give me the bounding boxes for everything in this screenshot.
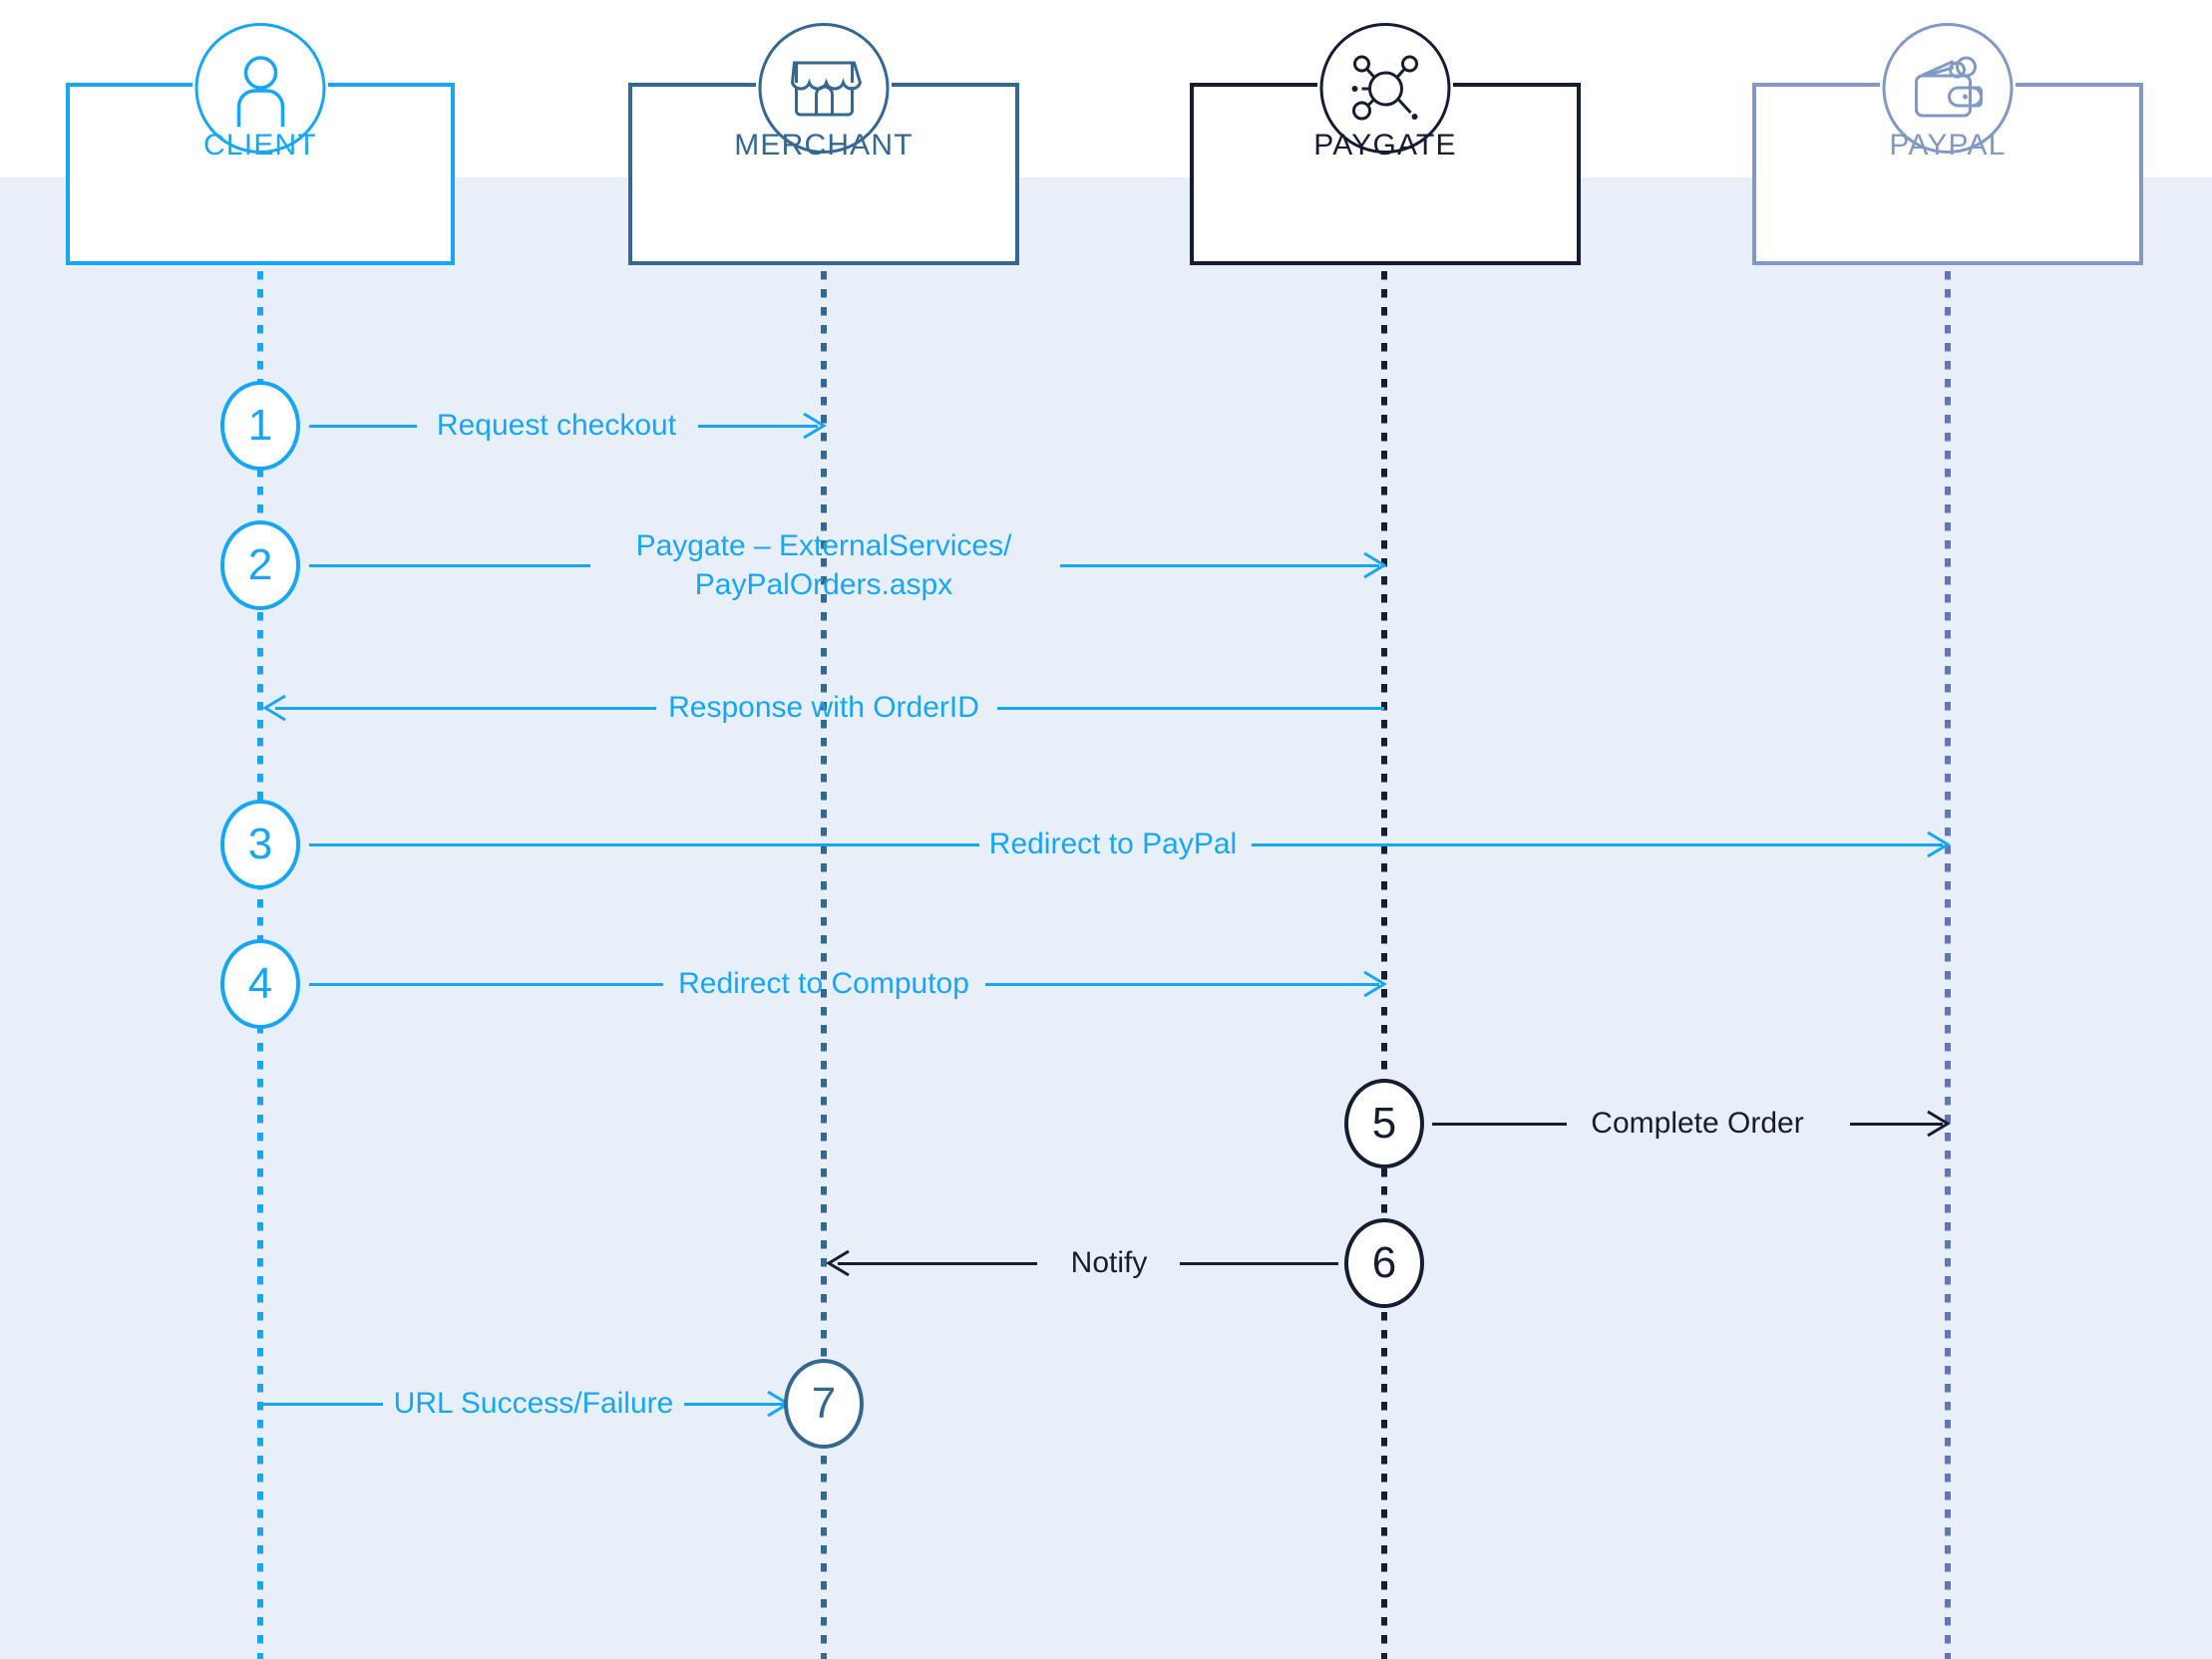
message-6-line-left [838,1262,1037,1265]
message-5-arrowhead [1923,1109,1953,1139]
lifeline-merchant [821,265,827,1659]
step-badge-7[interactable]: 7 [784,1359,864,1449]
lifeline-paypal [1945,265,1951,1659]
step-badge-6[interactable]: 6 [1344,1218,1424,1308]
message-4-label: Redirect to Computop [678,967,969,1000]
wallet-icon [1882,23,2014,154]
message-2-line-left [309,564,590,567]
message-4-line-right [985,983,1379,986]
actor-client-label: CLIENT [203,129,317,162]
actor-paygate-label: PAYGATE [1313,129,1457,162]
actor-client[interactable]: CLIENT [66,23,455,265]
step-badge-5[interactable]: 5 [1344,1079,1424,1168]
message-2-line-right [1060,564,1379,567]
message-7-line-left [260,1403,383,1406]
message-7-label: URL Success/Failure [393,1387,674,1420]
message-2-label: Paygate – ExternalServices/ PayPalOrders… [636,526,1012,604]
message-3-label: Redirect to PayPal [988,828,1238,860]
actor-merchant[interactable]: MERCHANT [628,23,1019,265]
message-6-line-right [1180,1262,1338,1265]
step-badge-3[interactable]: 3 [220,800,300,889]
message-2-label-line1: Paygate – ExternalServices/ [635,529,1012,562]
message-1-arrowhead [799,411,829,441]
actor-merchant-label: MERCHANT [734,129,914,162]
actor-paygate[interactable]: PAYGATE [1190,23,1581,265]
message-4-arrowhead [1359,969,1389,999]
message-2-label-line2: PayPalOrders.aspx [694,568,953,601]
message-3-line-left [309,843,979,846]
message-1-line-right [698,425,818,428]
lifeline-paygate [1381,265,1387,1659]
message-response-arrowhead [260,693,290,723]
message-response-line-left [275,707,656,710]
step-badge-2[interactable]: 2 [220,520,300,610]
message-3-arrowhead [1923,830,1953,859]
message-5-line-left [1432,1123,1567,1126]
message-5-line-right [1850,1123,1943,1126]
actor-paypal[interactable]: PAYPAL [1752,23,2143,265]
actor-merchant-frame [628,83,1019,265]
message-1-label: Request checkout [436,409,677,442]
message-6-label: Notify [1070,1246,1148,1279]
message-6-arrowhead [824,1248,854,1278]
step-badge-1[interactable]: 1 [220,381,300,471]
actor-paypal-label: PAYPAL [1889,129,2007,162]
message-2-arrowhead [1359,550,1389,580]
diagram-background [0,177,2212,1659]
message-response-label: Response with OrderID [668,691,979,724]
user-icon [194,23,326,154]
message-response-line-right [997,707,1384,710]
message-7-line-right [684,1403,784,1406]
step-badge-4[interactable]: 4 [220,939,300,1029]
shop-icon [758,23,890,154]
network-icon [1319,23,1451,154]
message-3-line-right [1252,843,1943,846]
message-4-line-left [309,983,663,986]
message-5-label: Complete Order [1591,1107,1804,1140]
message-1-line-left [309,425,417,428]
